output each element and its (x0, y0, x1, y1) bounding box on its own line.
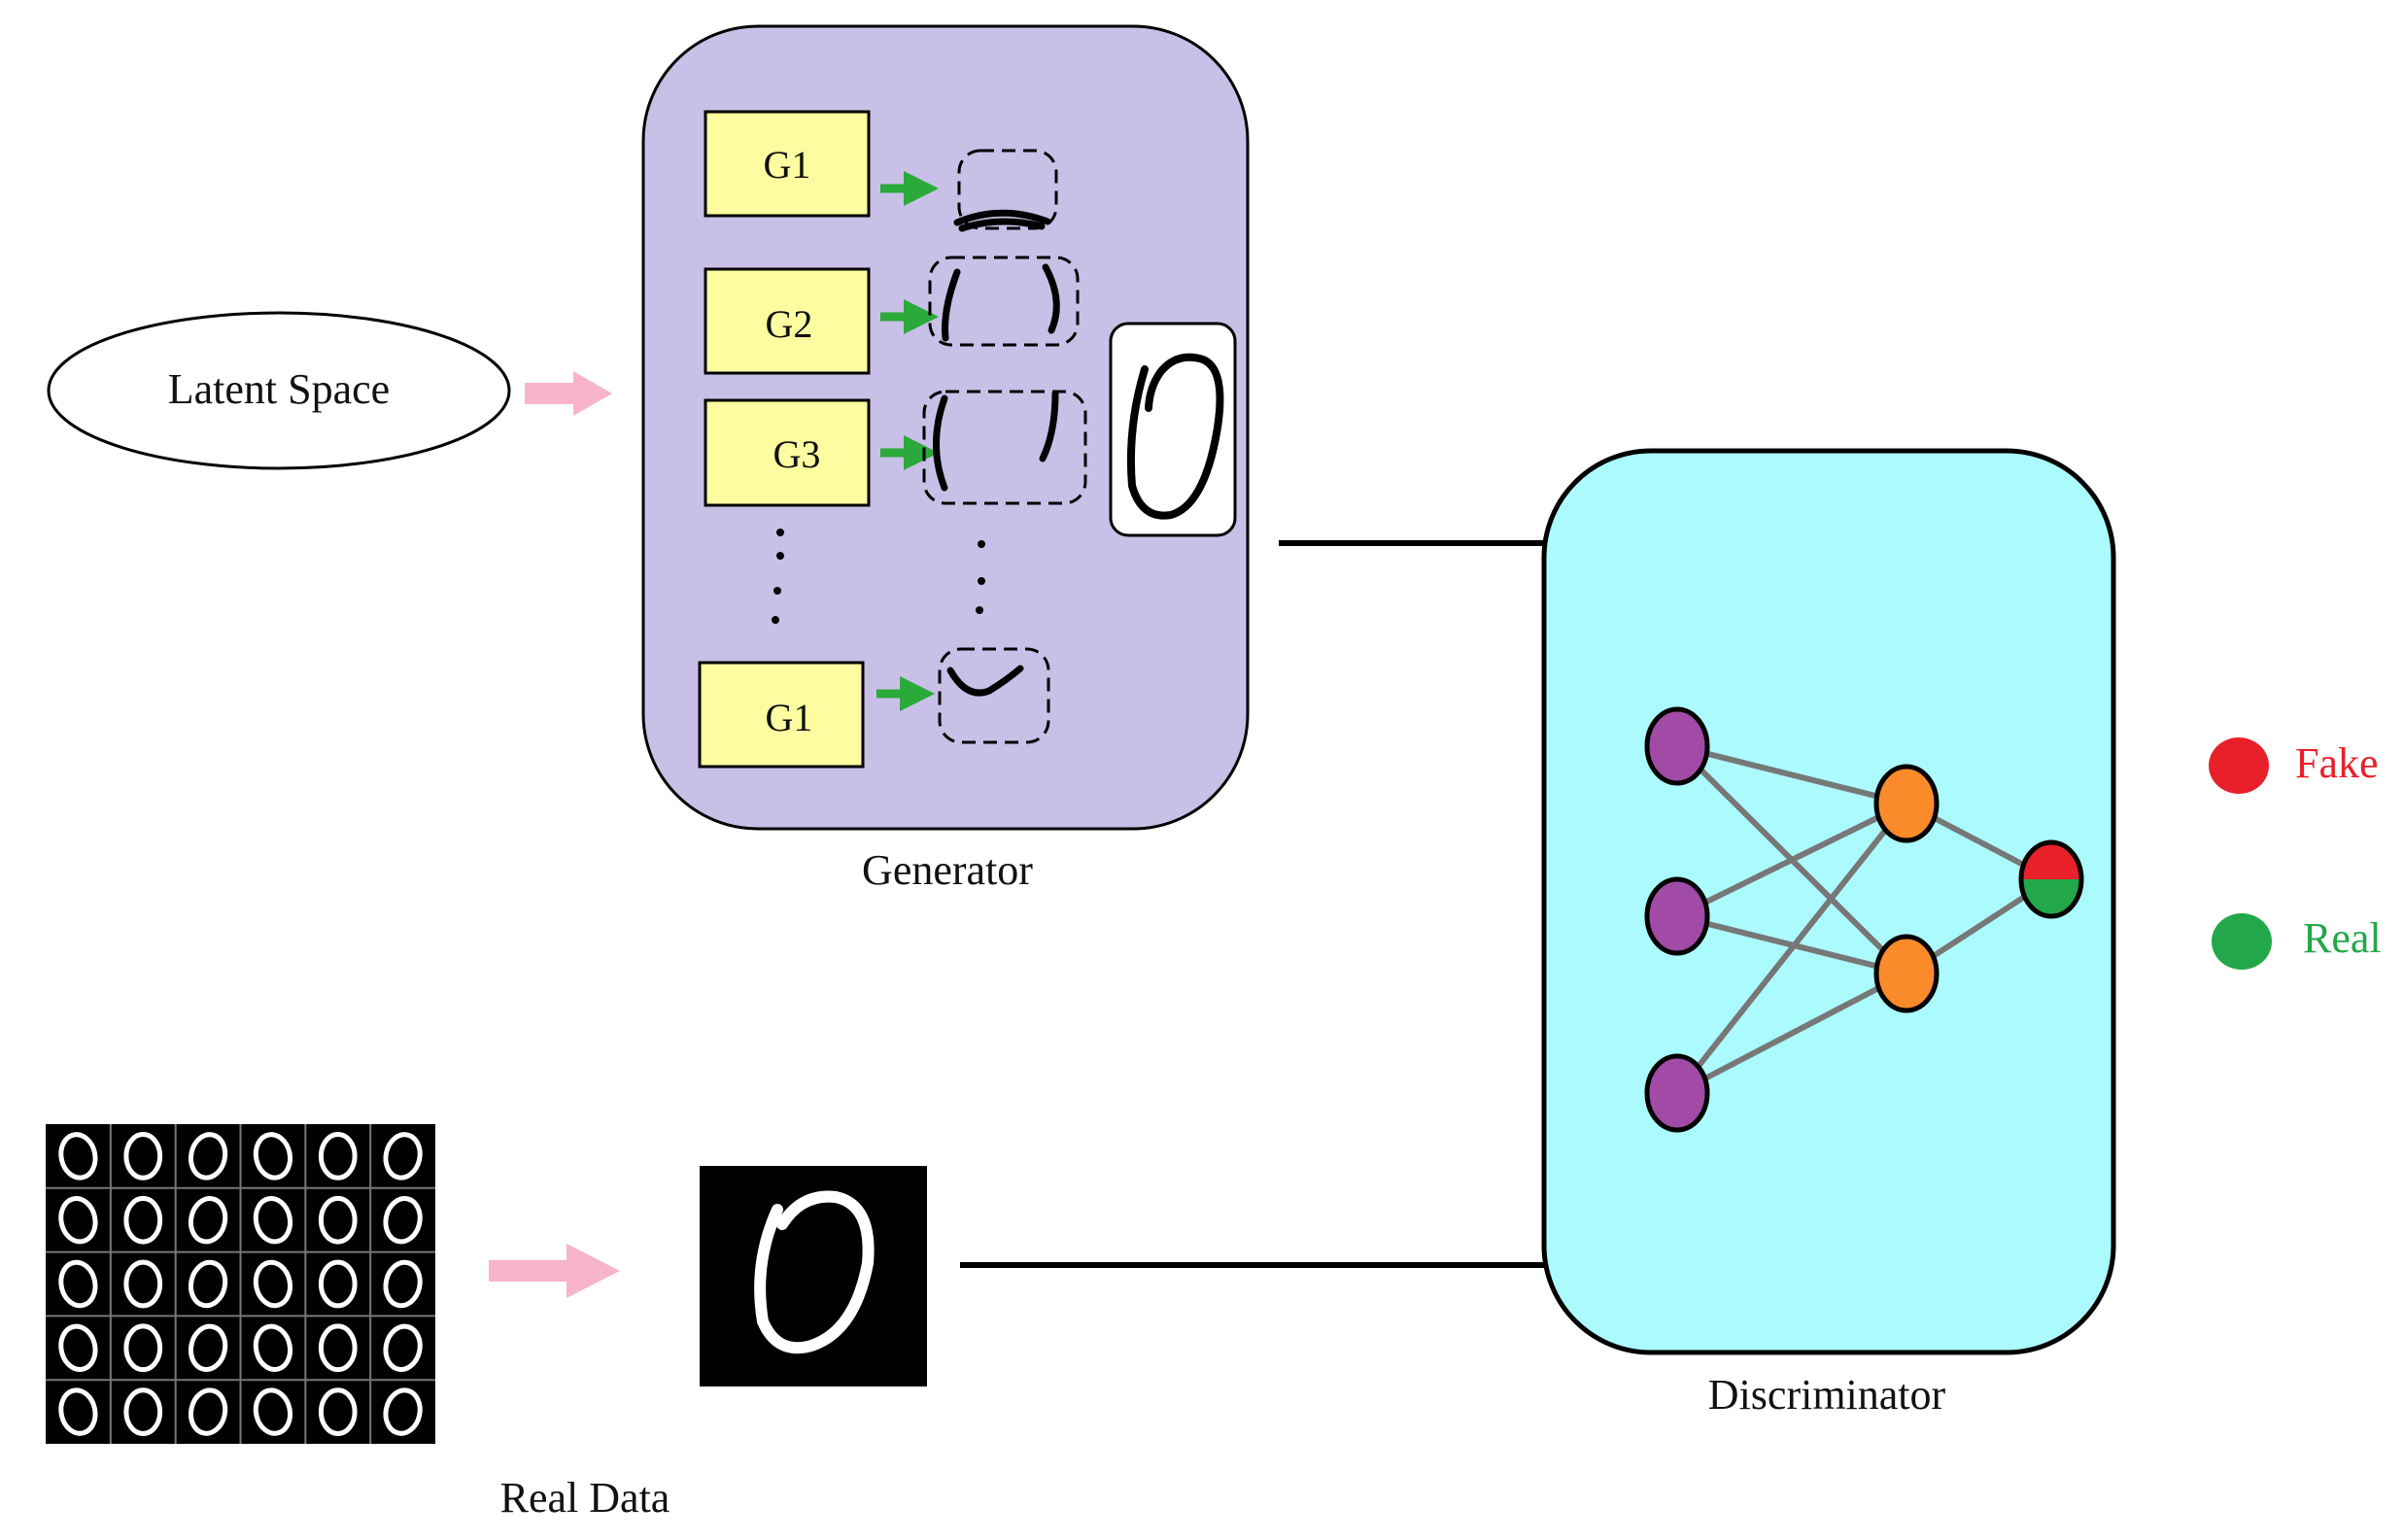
hidden-node (1873, 764, 1940, 1013)
digit-thumbnail (123, 1132, 163, 1181)
g-block: G2 (704, 267, 871, 375)
digit-thumbnail (253, 1259, 293, 1309)
real-data-label: Real Data (500, 1474, 670, 1522)
digit-thumbnail (383, 1323, 423, 1372)
digit-thumbnail (383, 1387, 423, 1436)
discriminator-label: Discriminator (1708, 1371, 1946, 1419)
digit-thumbnail (253, 1387, 293, 1436)
digit-thumbnail (253, 1132, 293, 1181)
digit-thumbnail (318, 1195, 358, 1245)
ellipsis-dots-icon (772, 529, 985, 624)
g-block: G1 (698, 661, 865, 769)
latent-space-node (47, 311, 511, 470)
partial-stroke-box (922, 149, 1087, 744)
g-block: G1 (704, 110, 871, 218)
digit-thumbnail (123, 1323, 163, 1373)
digit-thumbnail (58, 1259, 98, 1309)
digit-thumbnail (188, 1259, 228, 1309)
digit-thumbnail (383, 1132, 423, 1181)
digit-zero-icon (1126, 353, 1224, 520)
digit-thumbnail (58, 1132, 98, 1181)
digit-thumbnail (188, 1196, 228, 1245)
g-block: G3 (704, 398, 871, 507)
digit-thumbnail (318, 1259, 358, 1309)
digit-thumbnail (58, 1323, 98, 1372)
fake-dot-icon (2209, 737, 2269, 794)
digit-thumbnail (318, 1387, 358, 1436)
fake-label: Fake (2295, 739, 2379, 787)
real-data-arrow (489, 1244, 620, 1298)
digit-thumbnail (188, 1132, 228, 1181)
digit-thumbnail (318, 1323, 358, 1373)
digit-thumbnail (58, 1387, 98, 1436)
digit-thumbnail (188, 1387, 228, 1436)
digit-thumbnail (123, 1195, 163, 1245)
generator-panel (641, 24, 1250, 831)
svg-text:G1: G1 (764, 143, 811, 187)
digit-thumbnail (318, 1132, 358, 1181)
svg-text:G2: G2 (766, 302, 813, 346)
svg-text:G1: G1 (766, 696, 813, 739)
digit-thumbnail (383, 1196, 423, 1245)
green-arrow-icon (876, 171, 939, 711)
digit-thumbnail (253, 1196, 293, 1245)
digit-zero-icon (754, 1190, 875, 1354)
digit-thumbnail (123, 1259, 163, 1309)
digit-thumbnail (123, 1387, 163, 1436)
input-node (1644, 706, 1710, 1133)
svg-text:G3: G3 (773, 432, 821, 476)
stroke-fragment-icon (933, 209, 1060, 697)
network-edges (1674, 743, 2053, 1096)
digit-thumbnail (188, 1323, 228, 1372)
latent-space-label: Latent Space (168, 365, 390, 413)
output-node (2018, 839, 2084, 919)
latent-to-generator-arrow (525, 371, 612, 416)
real-label: Real (2303, 914, 2382, 962)
digit-thumbnail (58, 1196, 98, 1245)
real-dot-icon (2212, 913, 2272, 970)
digit-thumbnail (383, 1259, 423, 1309)
digit-thumbnail (253, 1323, 293, 1372)
real-data-grid (46, 1124, 435, 1444)
generator-label: Generator (862, 846, 1033, 894)
